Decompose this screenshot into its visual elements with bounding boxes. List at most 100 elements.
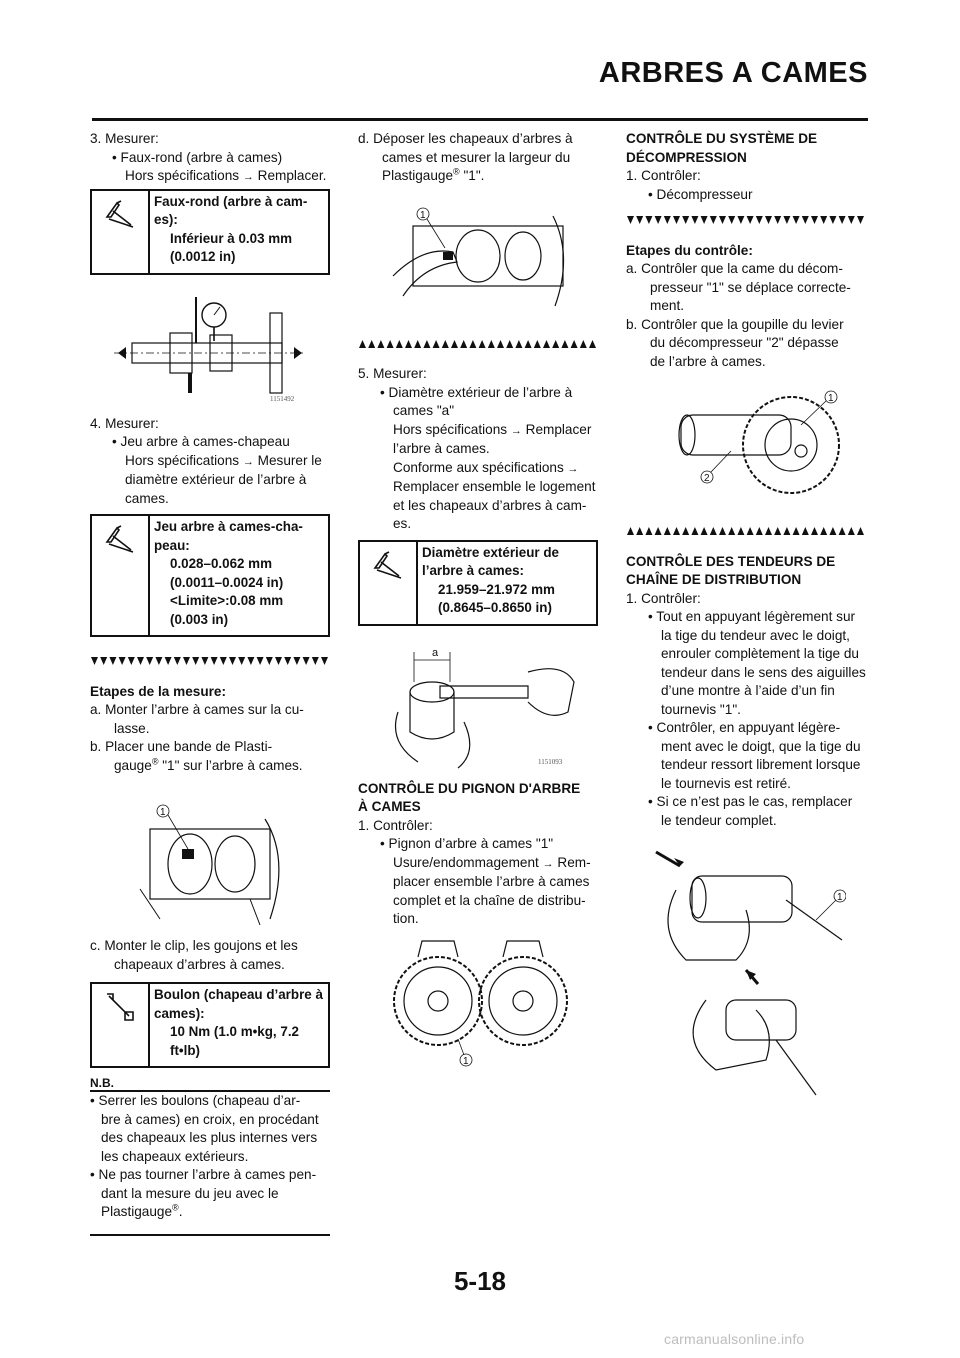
spec-value: (0.0012 in) <box>170 249 236 264</box>
tensioner-bullet-cont: le tendeur complet. <box>661 812 777 828</box>
marker-triangle <box>229 657 236 665</box>
marker-triangle <box>579 339 587 348</box>
column-middle: d. Déposer les chapeaux d’arbres à cames… <box>358 130 598 1077</box>
tensioner-bullet-cont: tournevis "1". <box>661 701 741 717</box>
sprocket-bullet: • Pignon d’arbre à cames "1" <box>380 836 554 851</box>
tensioner-bullet: • Contrôler, en appuyant légère- <box>648 720 841 735</box>
step-a-cont: presseur "1" se déplace correcte- <box>650 279 851 295</box>
page-title: ARBRES A CAMES <box>598 57 868 89</box>
spec-value: 10 Nm (1.0 m•kg, 7.2 <box>170 1024 299 1039</box>
tensioner-bullet-cont: d’une montre à l’aide d’un fin <box>661 683 835 698</box>
marker-triangle <box>91 657 98 665</box>
callout-1: 1 <box>828 393 834 404</box>
marker-triangle <box>487 339 495 348</box>
marker-triangle <box>109 657 117 665</box>
marker-triangle <box>700 216 708 224</box>
marker-triangle <box>820 527 828 535</box>
marker-triangle <box>737 527 745 535</box>
marker-triangle <box>728 216 736 224</box>
marker-triangle <box>359 339 366 348</box>
tensioner-step-1: 1. Contrôler: <box>626 590 701 606</box>
sprocket-bullet-cont: placer ensemble l’arbre à cames <box>393 874 590 889</box>
step-3-bullet: • Faux-rond (arbre à cames) <box>112 149 283 165</box>
marker-triangle <box>857 527 864 535</box>
marker-triangle <box>183 657 190 665</box>
marker-triangle <box>219 657 227 665</box>
section-title-tensioner-cont: CHAÎNE DE DISTRIBUTION <box>626 572 802 587</box>
spec-value: (0.8645–0.8650 in) <box>438 600 552 615</box>
marker-triangle <box>302 657 310 665</box>
spec-box-diameter: Diamètre extérieur de l’arbre à cames: 2… <box>358 539 598 626</box>
marker-triangle <box>293 657 301 665</box>
marker-triangle <box>765 527 772 535</box>
step-c-cont: chapeaux d’arbres à cames. <box>114 956 285 972</box>
figure-code: 1151093 <box>538 758 563 766</box>
marker-triangle <box>321 657 328 665</box>
marker-triangle <box>636 216 644 224</box>
step-end-marker <box>359 339 596 348</box>
marker-triangle <box>627 527 634 535</box>
nb-end-rule <box>90 1233 330 1236</box>
section-title-sprocket-cont: À CAMES <box>358 799 421 814</box>
marker-triangle <box>691 216 699 224</box>
marker-triangle <box>654 216 662 224</box>
tensioner-bullet-cont: ment avec le doigt, que la tige du <box>661 738 861 754</box>
caliper-icon <box>360 541 418 624</box>
marker-triangle <box>829 216 837 224</box>
marker-triangle <box>673 216 680 224</box>
page-number: 5-18 <box>453 1266 507 1296</box>
section-title-decompression: CONTRÔLE DU SYSTÈME DE <box>626 131 818 146</box>
marker-triangle <box>700 527 708 535</box>
marker-triangle <box>728 527 736 535</box>
marker-triangle <box>284 657 292 665</box>
step-5-action: Hors spécifications → Remplacer <box>393 421 592 437</box>
marker-triangle <box>719 527 726 535</box>
step-4-title: 4. Mesurer: <box>90 415 159 431</box>
marker-triangle <box>847 527 855 535</box>
step-5-action-cont: Remplacer ensemble le logement <box>393 479 596 494</box>
marker-triangle <box>755 527 763 535</box>
nb-bullet-cont: dant la mesure du jeu avec le <box>101 1185 279 1201</box>
spec-limit: <Limite>:0.08 mm <box>170 593 284 608</box>
marker-triangle <box>829 527 837 535</box>
marker-triangle <box>838 216 846 224</box>
marker-triangle <box>561 339 569 348</box>
spec-title: Faux-rond (arbre à cam-es): <box>154 193 308 228</box>
nb-bullet: • Serrer les boulons (chapeau d’ar- <box>90 1093 301 1108</box>
spec-value: 21.959–21.972 mm <box>438 581 555 597</box>
marker-triangle <box>636 527 644 535</box>
marker-triangle <box>570 339 578 348</box>
step-5-title: 5. Mesurer: <box>358 366 427 381</box>
marker-triangle <box>469 339 477 348</box>
marker-triangle <box>774 527 782 535</box>
marker-triangle <box>377 339 385 348</box>
marker-triangle <box>247 657 255 665</box>
camshaft-runout-figure: 1151492 <box>114 296 306 403</box>
tensioner-bullet: • Tout en appuyant légèrement sur <box>648 609 856 624</box>
callout-1: 1 <box>837 892 843 903</box>
marker-triangle <box>256 657 264 665</box>
marker-triangle <box>478 339 486 348</box>
column-right: CONTRÔLE DU SYSTÈME DE DÉCOMPRESSION 1. … <box>626 130 866 1108</box>
step-d-cont: Plastigauge® "1". <box>382 166 485 183</box>
marker-triangle <box>792 527 800 535</box>
marker-triangle <box>552 339 560 348</box>
marker-triangle <box>460 339 468 348</box>
marker-triangle <box>423 339 431 348</box>
step-a-cont: ment. <box>650 298 684 313</box>
sprocket-bullet-cont: tion. <box>393 911 419 926</box>
step-a: a. Monter l’arbre à cames sur la cu- <box>90 702 304 717</box>
marker-triangle <box>838 527 846 535</box>
marker-triangle <box>765 216 772 224</box>
marker-triangle <box>709 527 717 535</box>
spec-title: Boulon (chapeau d’arbre à cames): <box>154 987 323 1021</box>
marker-triangle <box>311 657 319 665</box>
marker-triangle <box>709 216 717 224</box>
marker-triangle <box>497 339 504 348</box>
marker-triangle <box>783 216 791 224</box>
marker-triangle <box>654 527 662 535</box>
check-steps-title: Etapes du contrôle: <box>626 242 753 258</box>
nb-bullet-cont: des chapeaux les plus internes vers <box>101 1130 318 1145</box>
marker-triangle <box>515 339 523 348</box>
step-a-cont: lasse. <box>114 720 150 736</box>
